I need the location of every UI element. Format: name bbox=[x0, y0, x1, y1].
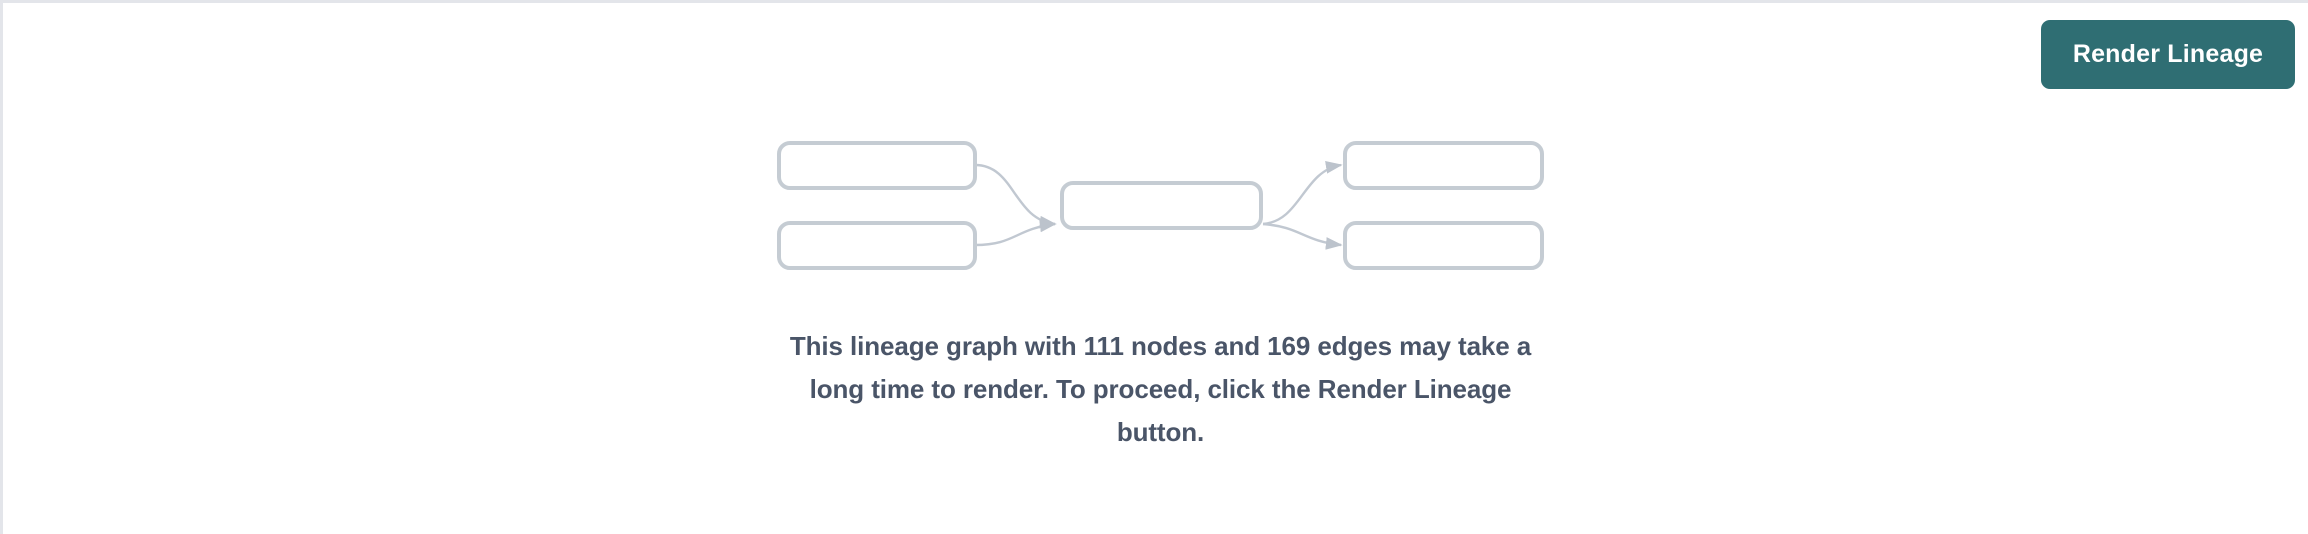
lineage-node-upstream-2 bbox=[777, 221, 977, 270]
render-lineage-button[interactable]: Render Lineage bbox=[2041, 20, 2295, 89]
lineage-edge-upstream-2 bbox=[974, 219, 1057, 247]
lineage-node-focus bbox=[1060, 181, 1263, 230]
lineage-edge-downstream-2 bbox=[1262, 222, 1343, 250]
lineage-placeholder-svg bbox=[777, 141, 1544, 270]
lineage-node-downstream-1 bbox=[1343, 141, 1544, 190]
lineage-edge-downstream-1 bbox=[1262, 161, 1343, 226]
lineage-edge-upstream-1 bbox=[974, 163, 1057, 229]
lineage-node-downstream-2 bbox=[1343, 221, 1544, 270]
lineage-placeholder-graph bbox=[763, 131, 1558, 283]
lineage-node-upstream-1 bbox=[777, 141, 977, 190]
lineage-warning-message: This lineage graph with 111 nodes and 16… bbox=[789, 331, 1532, 447]
